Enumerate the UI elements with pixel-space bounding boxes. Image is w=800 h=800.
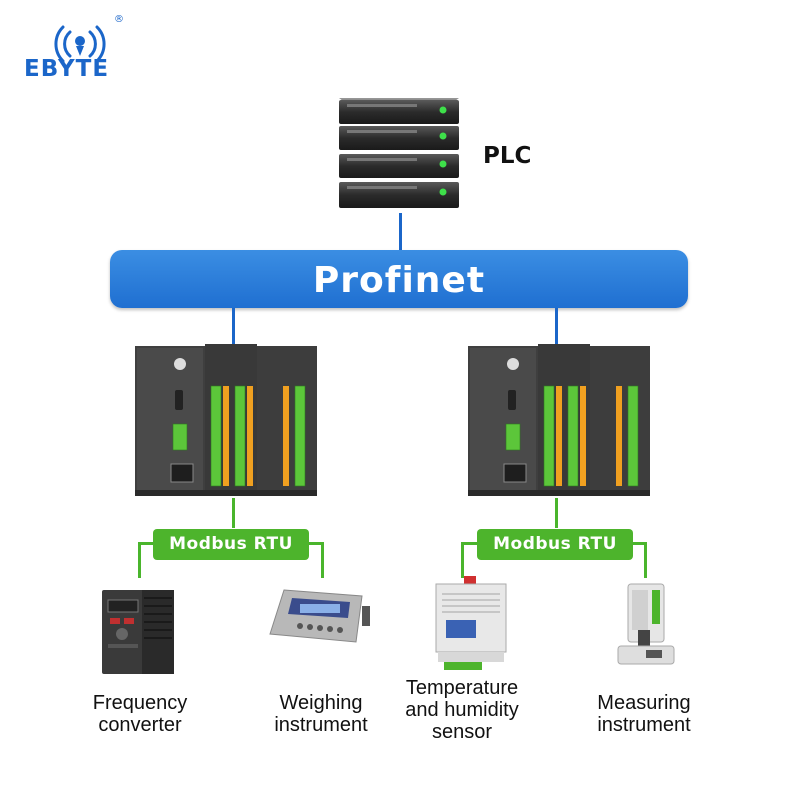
brand-name: EBYTE: [24, 56, 110, 82]
device-label-line3: sensor: [431, 721, 493, 743]
device-label-frequency-converter: Frequency converter: [60, 692, 220, 736]
device-label-line2: and humidity: [405, 699, 519, 721]
device-label-temp-humidity-sensor: Temperature and humidity sensor: [384, 677, 540, 743]
modbus-label-right: Modbus RTU: [477, 529, 633, 560]
device-label-line2: instrument: [597, 714, 691, 736]
weighing-scale-icon: [269, 589, 370, 643]
temp-humidity-sensor-icon: [435, 576, 507, 670]
device-label-line2: converter: [98, 714, 182, 736]
device-label-line1: Frequency: [92, 692, 188, 714]
device-label-measuring-instrument: Measuring instrument: [566, 692, 722, 736]
bus-module-connector-right: [555, 308, 558, 348]
measuring-instrument-icon: [617, 583, 675, 665]
device-label-line1: Measuring: [597, 692, 691, 714]
module-modbus-connector-right: [555, 498, 558, 528]
profinet-bus: [110, 250, 688, 308]
device-label-weighing-instrument: Weighing instrument: [240, 692, 402, 736]
registered-mark: ®: [114, 14, 124, 25]
modbus-drop-right-2: [644, 542, 647, 578]
plc-label: PLC: [483, 143, 532, 169]
modbus-drop-right-1: [461, 542, 464, 578]
bus-module-connector-left: [232, 308, 235, 348]
server-rack-icon: [339, 98, 459, 208]
modbus-drop-left-1: [138, 542, 141, 578]
modbus-drop-left-2: [321, 542, 324, 578]
io-module-icon: [468, 344, 650, 496]
plc-bus-connector: [399, 213, 402, 251]
device-label-line1: Weighing: [279, 692, 363, 714]
frequency-converter-icon: [102, 590, 174, 674]
device-label-line2: instrument: [274, 714, 368, 736]
ebyte-logo-icon: [54, 25, 106, 63]
module-modbus-connector-left: [232, 498, 235, 528]
profinet-label: Profinet: [312, 260, 486, 301]
device-label-line1: Temperature: [405, 677, 519, 699]
modbus-label-left: Modbus RTU: [153, 529, 309, 560]
io-module-icon: [135, 344, 317, 496]
